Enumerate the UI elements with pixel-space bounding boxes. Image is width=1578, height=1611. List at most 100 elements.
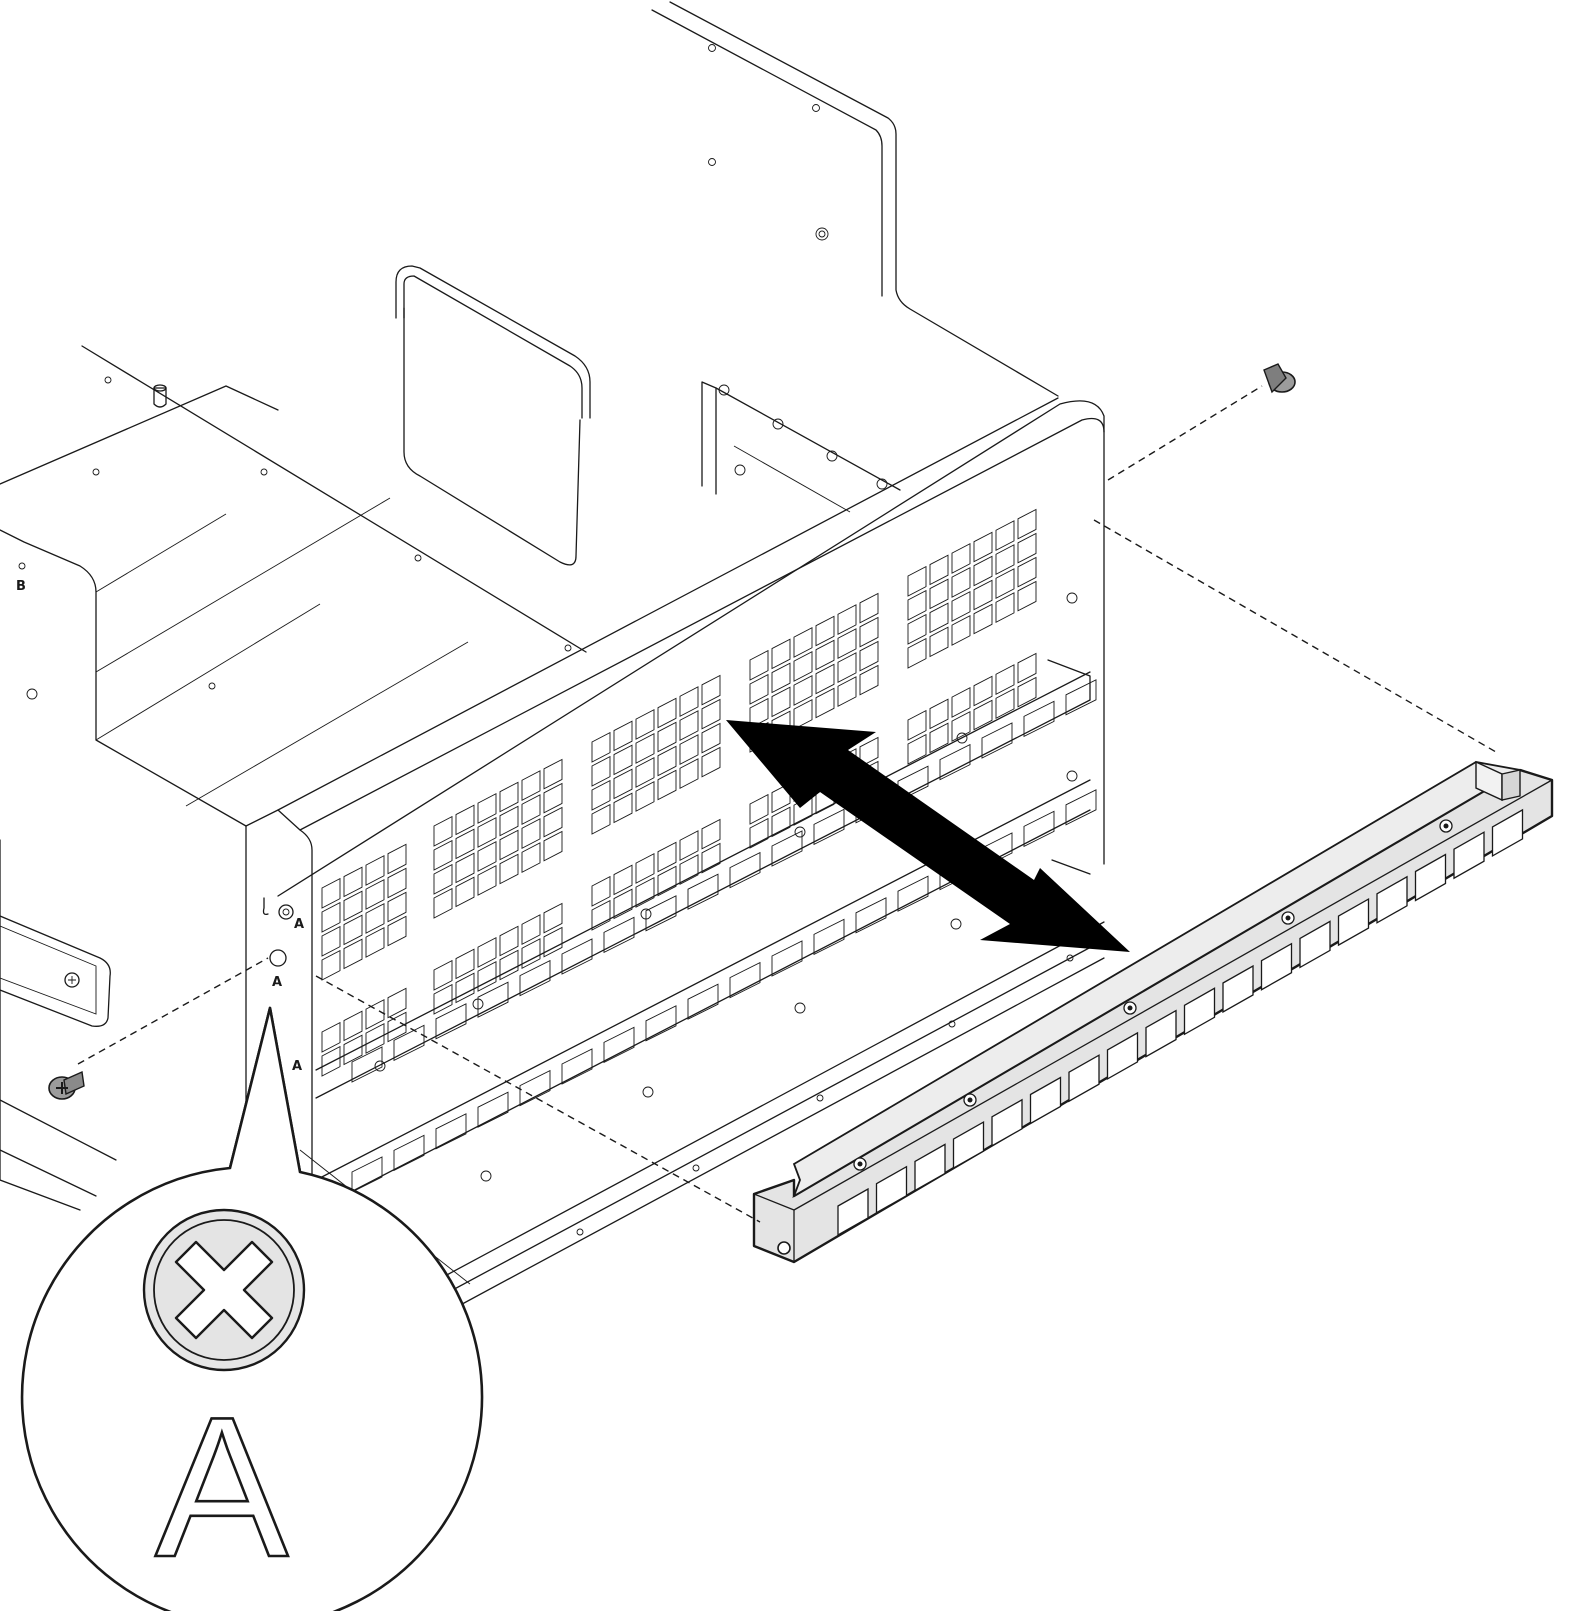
mesh-cell: [343, 1034, 363, 1066]
mesh-cell: [365, 1023, 385, 1054]
bay-port: [561, 938, 593, 975]
mesh-cell: [815, 639, 835, 671]
mesh-cell: [701, 722, 721, 754]
mesh-cell: [859, 616, 879, 648]
callout-label: A: [155, 1376, 289, 1599]
mesh-cell: [995, 592, 1015, 623]
mesh-cell: [543, 758, 563, 790]
mesh-cell: [907, 565, 927, 597]
mesh-cell: [365, 855, 385, 886]
bay-port: [435, 1003, 467, 1040]
bay-port: [771, 940, 803, 977]
bar-screw-center: [1285, 915, 1291, 921]
mesh-cell: [521, 914, 541, 945]
screw-icon: [48, 1070, 85, 1100]
mesh-cell: [973, 555, 993, 587]
bay-screw: [640, 908, 652, 920]
mesh-cell: [387, 987, 407, 1019]
mesh-cell: [701, 674, 721, 706]
bay-port: [561, 1048, 593, 1085]
mesh-cell: [973, 603, 993, 635]
mesh-cell: [929, 722, 949, 754]
mesh-cell: [521, 794, 541, 825]
bay-port: [477, 1091, 509, 1128]
bay-port: [939, 743, 971, 781]
mesh-cell: [365, 999, 385, 1030]
mesh-cell: [749, 817, 769, 849]
mesh-cell: [613, 864, 633, 896]
mesh-cell: [995, 520, 1015, 551]
mesh-cell: [1017, 652, 1037, 684]
mesh-cell: [701, 818, 721, 850]
mesh-cell: [521, 938, 541, 969]
mesh-cell: [499, 781, 519, 813]
mesh-cell: [657, 721, 677, 753]
mesh-cell: [613, 768, 633, 800]
cross-head-icon: [174, 1240, 274, 1340]
mesh-cell: [657, 865, 677, 897]
mesh-cell: [433, 983, 453, 1015]
mesh-cell: [635, 853, 655, 884]
mesh-cell: [321, 901, 341, 933]
mesh-cell: [635, 709, 655, 740]
bay-port: [393, 1134, 425, 1172]
bay-port: [519, 1069, 551, 1107]
left-screw-holes: A A: [262, 897, 304, 990]
mesh-cell: [477, 793, 497, 824]
mesh-cell: [859, 664, 879, 696]
mesh-cell: [951, 567, 971, 598]
mesh-cell: [433, 839, 453, 871]
mesh-cell: [657, 697, 677, 729]
mesh-cell: [657, 745, 677, 777]
mesh-cell: [815, 687, 835, 719]
mesh-cell: [613, 744, 633, 776]
mesh-cell: [591, 875, 611, 907]
mesh-cell: [591, 731, 611, 763]
mesh-cell: [521, 818, 541, 849]
mesh-cell: [591, 803, 611, 835]
bay-port: [981, 722, 1013, 759]
mesh-cell: [591, 779, 611, 811]
bay-port: [351, 1156, 383, 1193]
mesh-cell: [749, 697, 769, 729]
mesh-cell: [613, 720, 633, 752]
bay-port: [897, 875, 929, 912]
bay-screw: [472, 998, 484, 1010]
mesh-cell: [591, 899, 611, 931]
front-panel: A: [245, 397, 1105, 1317]
mesh-cell: [679, 830, 699, 861]
mesh-cell: [951, 591, 971, 622]
bay-screw: [480, 1170, 492, 1182]
bar-screw-center: [967, 1097, 973, 1103]
bar-screw-center: [1443, 823, 1449, 829]
label-a-upper: A: [294, 917, 304, 932]
mesh-cell: [701, 698, 721, 730]
bay-port: [1023, 810, 1055, 848]
chassis: B: [0, 1, 1059, 1211]
mesh-cell: [771, 806, 791, 838]
mesh-cell: [543, 782, 563, 814]
bay-port: [729, 961, 761, 999]
bar-port: [991, 1098, 1023, 1147]
bar-port: [1414, 853, 1447, 902]
mesh-cell: [749, 793, 769, 825]
bay-port: [771, 830, 803, 867]
mesh-cell: [455, 948, 475, 980]
mesh-cell: [995, 544, 1015, 575]
mesh-cell: [749, 649, 769, 681]
bay-screw: [956, 732, 968, 744]
mesh-cell: [455, 804, 475, 836]
bay-screw: [642, 1086, 654, 1098]
mesh-cell: [907, 613, 927, 645]
mesh-cell: [635, 733, 655, 764]
screw-icon-right: [1263, 363, 1296, 394]
mesh-cell: [995, 664, 1015, 695]
bay-port: [603, 916, 635, 954]
mesh-cell: [907, 709, 927, 741]
bar-port: [875, 1165, 908, 1214]
mesh-cell: [343, 866, 363, 898]
mesh-cell: [321, 877, 341, 909]
mesh-cell: [859, 640, 879, 672]
mesh-cell: [321, 949, 341, 981]
mesh-cell: [521, 842, 541, 873]
